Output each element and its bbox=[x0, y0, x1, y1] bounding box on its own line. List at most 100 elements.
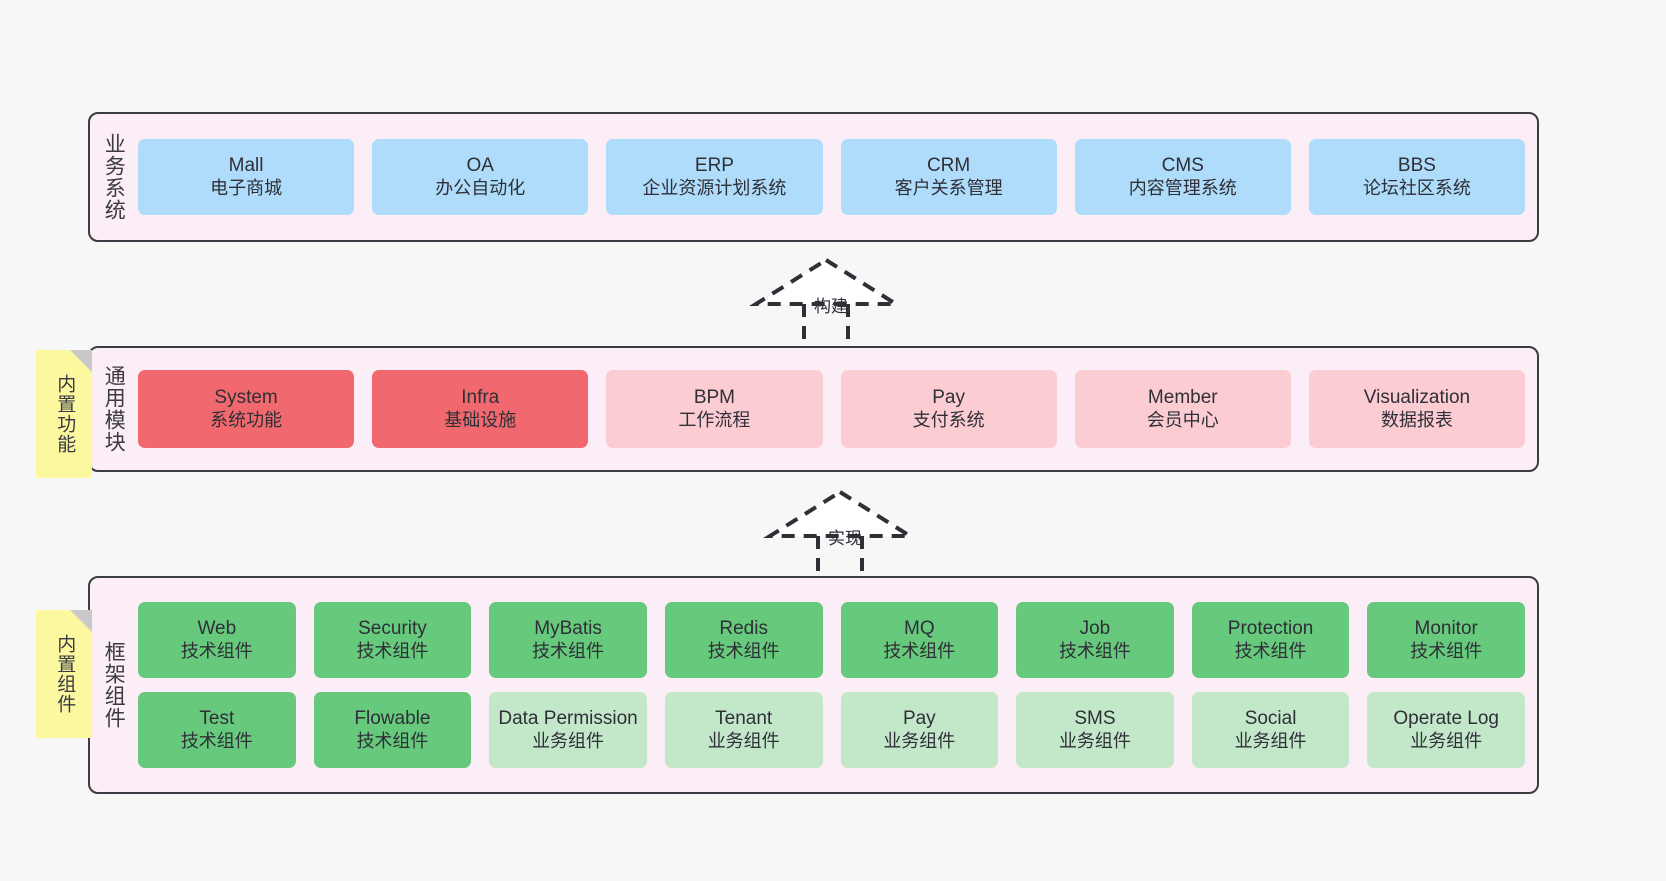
framework-node-row-1: Web 技术组件 Security 技术组件 MyBatis 技术组件 Redi… bbox=[138, 602, 1525, 678]
node-subtitle: 业务组件 bbox=[1058, 730, 1131, 751]
node-title: BBS bbox=[1397, 155, 1436, 177]
node-subtitle: 技术组件 bbox=[180, 640, 253, 661]
node-bpm[interactable]: BPM 工作流程 bbox=[606, 370, 823, 448]
node-subtitle: 业务组件 bbox=[532, 730, 605, 751]
node-title: Tenant bbox=[715, 708, 773, 730]
node-data-permission[interactable]: Data Permission 业务组件 bbox=[489, 692, 647, 768]
node-subtitle: 论坛社区系统 bbox=[1362, 177, 1471, 198]
node-title: Job bbox=[1079, 618, 1111, 640]
node-title: BPM bbox=[693, 387, 736, 409]
node-subtitle: 技术组件 bbox=[356, 730, 429, 751]
node-redis[interactable]: Redis 技术组件 bbox=[664, 602, 823, 678]
node-subtitle: 技术组件 bbox=[1234, 640, 1307, 661]
node-title: OA bbox=[466, 155, 494, 177]
node-mq[interactable]: MQ 技术组件 bbox=[840, 602, 999, 678]
node-system[interactable]: System 系统功能 bbox=[138, 370, 355, 448]
node-title: Operate Log bbox=[1393, 708, 1499, 730]
node-title: Flowable bbox=[354, 708, 431, 730]
node-flowable[interactable]: Flowable 技术组件 bbox=[313, 692, 472, 768]
node-title: Test bbox=[199, 708, 235, 730]
sticky-note-label: 内置功能 bbox=[54, 374, 76, 454]
layer-title-business: 业务系统 bbox=[102, 133, 126, 221]
node-bbs[interactable]: BBS 论坛社区系统 bbox=[1308, 139, 1526, 215]
node-security[interactable]: Security 技术组件 bbox=[313, 602, 472, 678]
node-member[interactable]: Member 会员中心 bbox=[1074, 370, 1291, 448]
node-title: Infra bbox=[461, 387, 500, 409]
node-title: Protection bbox=[1227, 618, 1314, 640]
node-title: ERP bbox=[694, 155, 734, 177]
node-subtitle: 技术组件 bbox=[1410, 640, 1483, 661]
node-title: Mall bbox=[228, 155, 264, 177]
folded-corner-icon bbox=[70, 610, 92, 632]
common-node-row: System 系统功能 Infra 基础设施 BPM 工作流程 Pay 支付系统… bbox=[138, 370, 1526, 448]
node-subtitle: 技术组件 bbox=[883, 640, 956, 661]
connector-implement-label: 实现 bbox=[828, 529, 862, 548]
node-title: MQ bbox=[904, 618, 935, 640]
node-subtitle: 数据报表 bbox=[1380, 409, 1453, 430]
node-oa[interactable]: OA 办公自动化 bbox=[372, 139, 589, 215]
connector-build: 构建 bbox=[744, 256, 944, 346]
node-subtitle: 企业资源计划系统 bbox=[642, 177, 787, 198]
node-subtitle: 系统功能 bbox=[210, 409, 283, 430]
layer-common-modules: 通用模块 System 系统功能 Infra 基础设施 BPM 工作流程 Pay… bbox=[88, 346, 1539, 472]
node-title: MyBatis bbox=[534, 618, 602, 640]
connector-implement: 实现 bbox=[758, 488, 958, 578]
layer-title-common: 通用模块 bbox=[102, 365, 126, 453]
node-mall[interactable]: Mall 电子商城 bbox=[138, 139, 355, 215]
node-operate-log[interactable]: Operate Log 业务组件 bbox=[1367, 692, 1525, 768]
connector-build-label: 构建 bbox=[814, 297, 848, 316]
node-cms[interactable]: CMS 内容管理系统 bbox=[1074, 139, 1291, 215]
node-subtitle: 技术组件 bbox=[707, 640, 780, 661]
node-subtitle: 业务组件 bbox=[707, 730, 780, 751]
node-title: Pay bbox=[932, 387, 965, 409]
node-crm[interactable]: CRM 客户关系管理 bbox=[840, 139, 1057, 215]
layer-body-common: System 系统功能 Infra 基础设施 BPM 工作流程 Pay 支付系统… bbox=[136, 348, 1537, 470]
node-subtitle: 基础设施 bbox=[444, 409, 517, 430]
node-subtitle: 工作流程 bbox=[678, 409, 751, 430]
node-pay[interactable]: Pay 支付系统 bbox=[840, 370, 1057, 448]
node-subtitle: 技术组件 bbox=[1058, 640, 1131, 661]
node-tenant[interactable]: Tenant 业务组件 bbox=[664, 692, 823, 768]
node-title: Monitor bbox=[1414, 618, 1478, 640]
node-title: Visualization bbox=[1363, 387, 1471, 409]
node-subtitle: 客户关系管理 bbox=[894, 177, 1003, 198]
business-node-row: Mall 电子商城 OA 办公自动化 ERP 企业资源计划系统 CRM 客户关系… bbox=[138, 139, 1526, 215]
node-subtitle: 技术组件 bbox=[180, 730, 253, 751]
layer-body-business: Mall 电子商城 OA 办公自动化 ERP 企业资源计划系统 CRM 客户关系… bbox=[136, 114, 1537, 240]
node-title: CMS bbox=[1161, 155, 1204, 177]
connector-build-shape bbox=[749, 257, 903, 346]
node-erp[interactable]: ERP 企业资源计划系统 bbox=[606, 139, 823, 215]
layer-business-systems: 业务系统 Mall 电子商城 OA 办公自动化 ERP 企业资源计划系统 CRM… bbox=[88, 112, 1539, 242]
node-sms[interactable]: SMS 业务组件 bbox=[1016, 692, 1174, 768]
node-subtitle: 业务组件 bbox=[1410, 730, 1483, 751]
sticky-note-builtin-component: 内置组件 bbox=[36, 610, 92, 738]
node-monitor[interactable]: Monitor 技术组件 bbox=[1367, 602, 1525, 678]
sticky-note-label: 内置组件 bbox=[54, 634, 76, 714]
node-pay-component[interactable]: Pay 业务组件 bbox=[840, 692, 999, 768]
node-subtitle: 支付系统 bbox=[912, 409, 985, 430]
node-title: SMS bbox=[1074, 708, 1116, 730]
node-title: Security bbox=[358, 618, 427, 640]
node-subtitle: 内容管理系统 bbox=[1128, 177, 1237, 198]
node-title: Pay bbox=[902, 708, 936, 730]
folded-corner-icon bbox=[70, 350, 92, 372]
node-web[interactable]: Web 技术组件 bbox=[138, 602, 296, 678]
node-title: System bbox=[214, 387, 278, 409]
node-subtitle: 会员中心 bbox=[1146, 409, 1219, 430]
node-test[interactable]: Test 技术组件 bbox=[138, 692, 296, 768]
connector-implement-shape bbox=[763, 489, 917, 578]
node-protection[interactable]: Protection 技术组件 bbox=[1191, 602, 1350, 678]
node-visualization[interactable]: Visualization 数据报表 bbox=[1308, 370, 1526, 448]
node-title: Redis bbox=[719, 618, 768, 640]
node-infra[interactable]: Infra 基础设施 bbox=[372, 370, 589, 448]
node-job[interactable]: Job 技术组件 bbox=[1016, 602, 1174, 678]
node-mybatis[interactable]: MyBatis 技术组件 bbox=[489, 602, 647, 678]
node-title: Social bbox=[1244, 708, 1297, 730]
node-subtitle: 业务组件 bbox=[883, 730, 956, 751]
node-title: Data Permission bbox=[498, 708, 638, 730]
node-social[interactable]: Social 业务组件 bbox=[1191, 692, 1350, 768]
node-subtitle: 办公自动化 bbox=[435, 177, 526, 198]
layer-body-framework: Web 技术组件 Security 技术组件 MyBatis 技术组件 Redi… bbox=[136, 578, 1537, 792]
sticky-note-builtin-function: 内置功能 bbox=[36, 350, 92, 478]
